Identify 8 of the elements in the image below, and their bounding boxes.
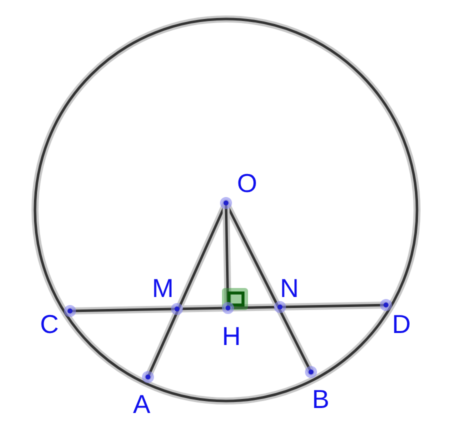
point-label: M <box>152 275 174 301</box>
point-label: H <box>222 323 241 349</box>
point-label: D <box>392 311 411 337</box>
point-label: N <box>280 275 299 301</box>
point-label: B <box>312 386 330 412</box>
point-label: A <box>133 391 150 417</box>
point-label: O <box>237 170 258 196</box>
point-label: C <box>40 311 59 337</box>
